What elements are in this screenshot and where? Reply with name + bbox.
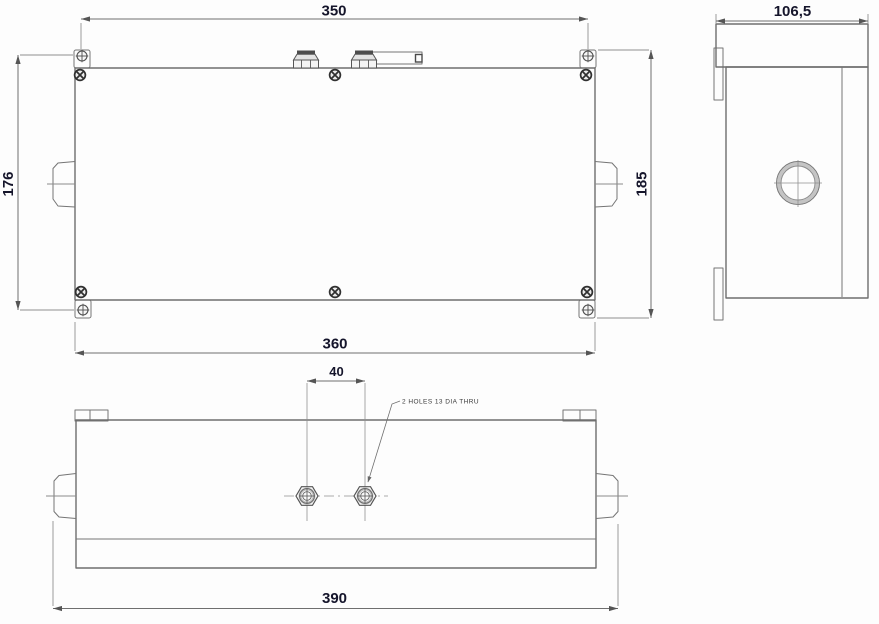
top-view [46, 383, 628, 569]
side-hole [774, 160, 822, 207]
enclosure-body-front [74, 67, 596, 301]
dim-40-label: 40 [329, 364, 343, 379]
dim-350-label: 350 [321, 3, 346, 20]
side-tab-top [713, 47, 724, 101]
dim-176-label: 176 [0, 171, 17, 196]
gland-hole-1 [294, 485, 320, 507]
lid-screw-bottom-left [74, 285, 88, 299]
holes-note-leader [367, 400, 401, 483]
cable-gland-2 [351, 50, 377, 69]
dim-106-label: 106,5 [774, 3, 812, 20]
mounting-hole-bottom-right [581, 303, 595, 317]
mounting-hole-top-right [581, 49, 595, 63]
lid-screw-bottom-right [580, 285, 594, 299]
dim-106-5: 106,5 [715, 3, 869, 24]
lid-screw-top-right [579, 68, 593, 82]
gland-hole-2 [352, 485, 378, 507]
lid-screw-top-left [73, 68, 87, 82]
enclosure-body-top [75, 419, 597, 569]
dim-390-label: 390 [322, 590, 347, 607]
top-rail-clip [414, 53, 423, 63]
holes-note: 2 HOLES 13 DIA THRU [367, 399, 479, 483]
mounting-hole-bottom-left [76, 303, 90, 317]
side-view [713, 23, 869, 321]
cable-gland-1 [293, 50, 319, 69]
dim-350: 350 [80, 3, 589, 49]
front-view [47, 49, 623, 319]
dimensions: 350 176 185 360 106,5 40 [0, 3, 869, 612]
side-tab-bottom [713, 267, 724, 321]
lid-screw-top-middle [328, 68, 342, 82]
dim-390: 390 [52, 521, 619, 612]
side-lid [715, 23, 869, 68]
lid-screw-bottom-middle [328, 285, 342, 299]
holes-note-label: 2 HOLES 13 DIA THRU [402, 399, 479, 406]
dim-40: 40 [307, 364, 365, 384]
dim-185-label: 185 [634, 171, 651, 196]
side-body [725, 66, 869, 299]
dim-185: 185 [597, 49, 654, 319]
dim-360: 360 [74, 322, 596, 356]
mounting-hole-top-left [75, 49, 89, 63]
dim-176: 176 [0, 54, 74, 311]
top-view-tab-left [74, 409, 109, 422]
dim-360-label: 360 [322, 336, 347, 353]
